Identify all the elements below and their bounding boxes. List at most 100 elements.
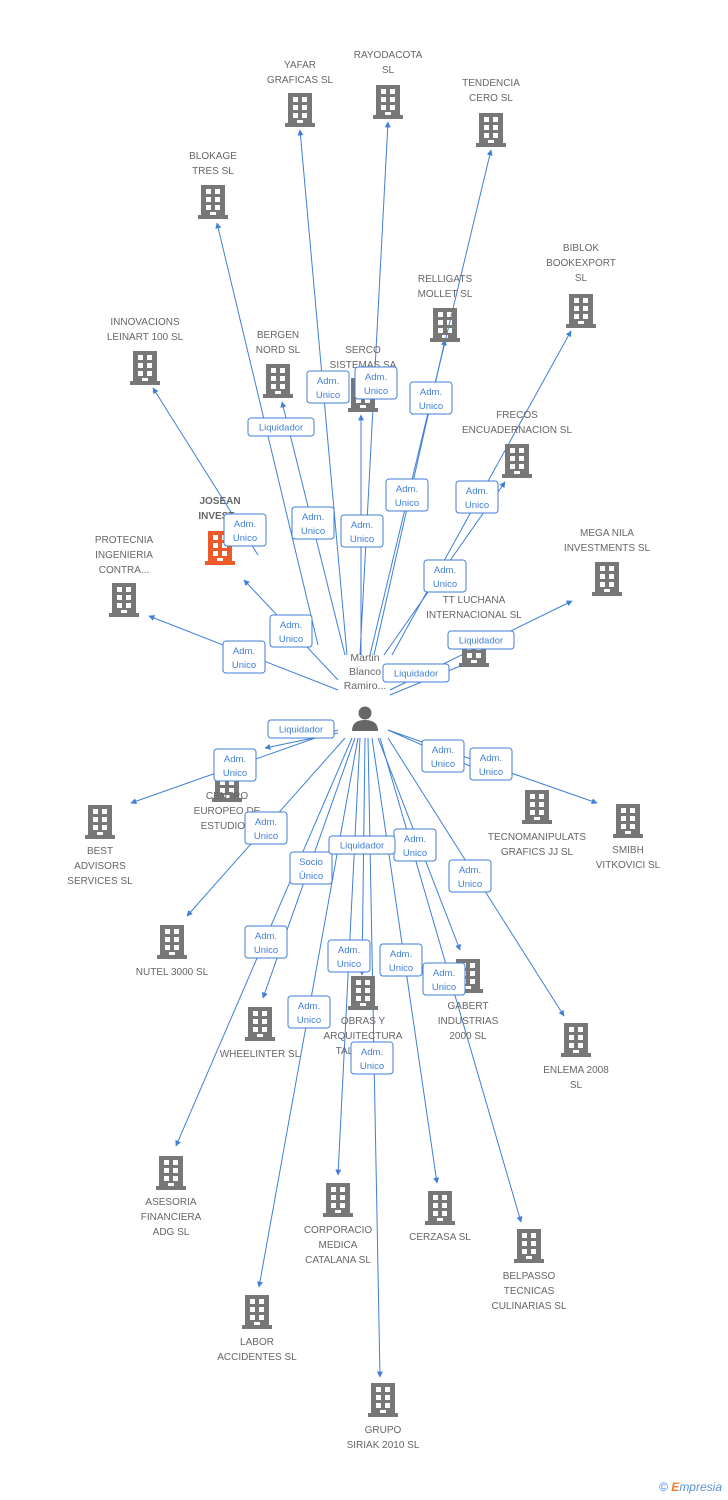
role-badge[interactable]: Adm.Unico [244,811,288,845]
badge-text: Liquidador [459,636,503,647]
company-label-line: SERVICES SL [67,876,133,887]
role-badge[interactable]: Adm.Unico [291,506,335,540]
badge-box [306,370,350,404]
building-icon [522,790,552,824]
company-node-ttluchana[interactable]: TT LUCHANA INTERNACIONAL SL [426,595,522,667]
role-badge[interactable]: Liquidador [447,630,515,650]
role-badge[interactable]: Adm.Unico [448,859,492,893]
role-badge[interactable]: Adm.Unico [379,943,423,977]
company-label-line: GRUPO [365,1425,402,1436]
role-badge[interactable]: Adm.Unico [455,480,499,514]
company-label-line: SL [575,273,588,284]
role-badge[interactable]: Liquidador [382,663,450,683]
role-badge[interactable]: Adm.Unico [244,925,288,959]
company-label-line: TECNICAS [504,1286,555,1297]
company-label-line: SL [382,65,395,76]
role-badge[interactable]: Adm.Unico [469,747,513,781]
role-badge[interactable]: Adm.Unico [213,748,257,782]
company-label-line: INNOVACIONS [110,317,180,328]
company-label-line: TECNOMANIPULATS [488,832,586,843]
company-label-line: ENCUADERNACION SL [462,425,572,436]
role-badge[interactable]: Adm.Unico [421,739,465,773]
role-badge[interactable]: Adm.Unico [223,513,267,547]
badge-text: Unico [389,963,413,974]
role-badge[interactable]: Adm.Unico [422,962,466,996]
role-badge[interactable]: Adm.Unico [409,381,453,415]
building-icon [157,925,187,959]
badge-text: Adm. [480,753,502,764]
building-icon [613,804,643,838]
badge-text: Adm. [404,834,426,845]
company-label-line: INTERNACIONAL SL [426,610,522,621]
building-icon [561,1023,591,1057]
company-label-line: TT LUCHANA [443,595,506,606]
badge-text: Liquidador [340,841,384,852]
badge-text: Adm. [433,968,455,979]
role-badge[interactable]: Adm. Unico [393,828,437,862]
role-badge[interactable]: Adm.Unico [306,370,350,404]
company-label-line: 2000 SL [449,1031,487,1042]
company-node-innovacions[interactable]: INNOVACIONS LEINART 100 SL [107,317,184,385]
badge-text: Adm. [365,372,387,383]
company-node-josean[interactable]: JOSEANINVEST... [198,496,242,565]
building-icon [476,113,506,147]
company-node-nutel[interactable]: NUTEL 3000 SL [136,925,209,978]
badge-text: Unico [364,386,388,397]
company-node-wheelinter[interactable]: WHEELINTER SL [220,1007,301,1060]
center-person[interactable]: Martin Blanco Ramiro... [344,652,387,731]
role-badge[interactable]: Adm.Unico [327,939,371,973]
company-label-line: CERZASA SL [409,1232,471,1243]
company-label-line: SERCO [345,345,381,356]
role-badge[interactable]: Adm. Unico [354,366,398,400]
person-name-line-2: Blanco [349,666,381,678]
role-badge[interactable]: Liquidador [247,417,315,437]
role-badge[interactable]: Liquidador [267,719,335,739]
badge-box [423,559,467,593]
role-badge[interactable]: Adm.Unico [423,559,467,593]
company-node-cerzasa[interactable]: CERZASA SL [409,1191,471,1243]
company-label-line: LEINART 100 SL [107,332,184,343]
company-label-line: BELPASSO [503,1271,556,1282]
role-badge[interactable]: Adm.Unico [287,995,331,1029]
building-icon [368,1383,398,1417]
role-badge[interactable]: Adm.Unico [340,514,384,548]
building-icon [242,1295,272,1329]
company-label-line: SL [570,1080,583,1091]
badge-box [291,506,335,540]
company-node-protecnia[interactable]: PROTECNIAINGENIERIACONTRA... [95,535,154,617]
role-badge[interactable]: Liquidador [328,835,396,855]
role-badge[interactable]: Adm.Unico [269,614,313,648]
role-badge[interactable]: Adm.Unico [385,478,429,512]
company-label-line: ADG SL [153,1227,190,1238]
company-label-line: BERGEN [257,330,299,341]
role-badge[interactable]: Adm.Unico [222,640,266,674]
badge-text: Adm. [255,817,277,828]
role-badge[interactable]: Adm.Unico [350,1041,394,1075]
badge-text: Unico [223,768,247,779]
badge-text: Unico [403,848,427,859]
badge-text: Unico [316,390,340,401]
